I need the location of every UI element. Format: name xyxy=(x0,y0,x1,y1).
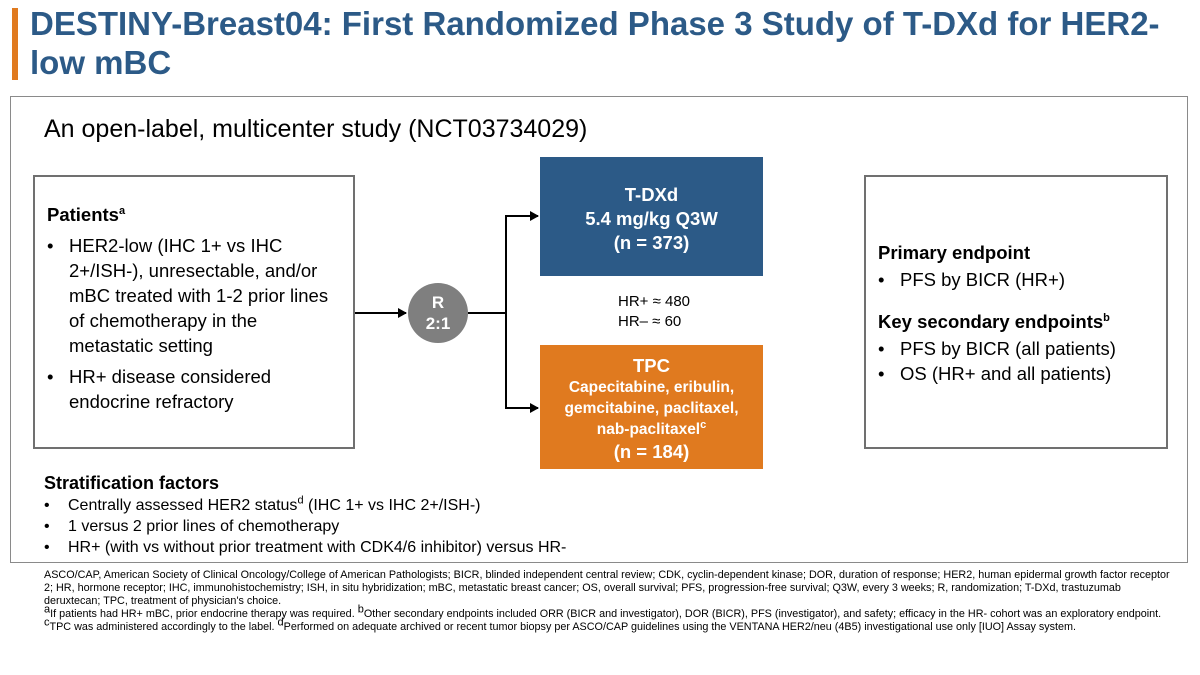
randomization-circle: R 2:1 xyxy=(408,283,468,343)
patients-criterion: HR+ disease considered endocrine refract… xyxy=(47,364,341,414)
stratification-list: Centrally assessed HER2 statusd (IHC 1+ … xyxy=(44,495,844,558)
stratification-item-text: (IHC 1+ vs IHC 2+/ISH-) xyxy=(303,497,481,514)
stratification-footnote-marker: d xyxy=(297,494,304,507)
secondary-endpoint-item: OS (HR+ and all patients) xyxy=(878,361,1156,386)
footnote-d: Performed on adequate archived or recent… xyxy=(283,621,1077,633)
footnotes: ASCO/CAP, American Society of Clinical O… xyxy=(44,569,1179,634)
patients-box: Patientsa HER2-low (IHC 1+ vs IHC 2+/ISH… xyxy=(33,175,355,449)
slide-title: DESTINY-Breast04: First Randomized Phase… xyxy=(30,5,1160,81)
patients-heading: Patientsa xyxy=(47,203,341,227)
abbreviations-footnote: ASCO/CAP, American Society of Clinical O… xyxy=(44,569,1170,607)
tpc-arm-name: TPC xyxy=(633,355,670,376)
footnote-marker-c: c xyxy=(44,616,50,629)
secondary-endpoints-heading-text: Key secondary endpoints xyxy=(878,311,1104,332)
footnote-marker-b: b xyxy=(357,603,364,616)
secondary-endpoint-item: PFS by BICR (all patients) xyxy=(878,336,1156,361)
tpc-drug-line: nab-paclitaxelc xyxy=(540,419,763,440)
footnote-marker-a: a xyxy=(44,603,51,616)
patients-heading-footnote-marker: a xyxy=(118,204,126,217)
hr-positive-count: HR+ ≈ 480 xyxy=(618,293,691,310)
footnote-b: Other secondary endpoints included ORR (… xyxy=(363,608,1162,620)
tpc-arm-drugs: Capecitabine, eribulin, gemcitabine, pac… xyxy=(540,377,763,440)
stratification-item: HR+ (with vs without prior treatment wit… xyxy=(44,537,844,558)
tdxd-arm-name: T-DXd xyxy=(624,184,679,205)
tpc-drug-line: gemcitabine, paclitaxel, xyxy=(564,400,739,417)
secondary-endpoints-list: PFS by BICR (all patients) OS (HR+ and a… xyxy=(878,336,1156,386)
patients-criteria-list: HER2-low (IHC 1+ vs IHC 2+/ISH-), unrese… xyxy=(47,233,341,414)
footnote-a: If patients had HR+ mBC, prior endocrine… xyxy=(50,608,358,620)
secondary-footnote-marker: b xyxy=(1103,311,1110,324)
primary-endpoint-heading: Primary endpoint xyxy=(878,242,1031,263)
stratification-heading: Stratification factors xyxy=(44,473,220,493)
study-design-frame xyxy=(10,96,1188,563)
hr-cohort-counts: HR+ ≈ 480 HR– ≈ 60 xyxy=(618,292,690,332)
tpc-footnote-marker: c xyxy=(700,418,707,431)
tdxd-arm-dose: 5.4 mg/kg Q3W xyxy=(585,208,718,229)
tdxd-arm-n: (n = 373) xyxy=(613,232,690,253)
secondary-endpoints-block: Key secondary endpointsb PFS by BICR (al… xyxy=(878,310,1156,386)
primary-endpoint-block: Primary endpoint PFS by BICR (HR+) xyxy=(878,241,1156,292)
secondary-endpoints-heading: Key secondary endpointsb xyxy=(878,310,1156,334)
title-accent-bar xyxy=(12,8,18,80)
stratification-item-text: Centrally assessed HER2 status xyxy=(68,497,298,514)
lettered-footnotes: aIf patients had HR+ mBC, prior endocrin… xyxy=(44,604,1179,634)
tpc-arm-n: (n = 184) xyxy=(613,441,690,462)
stratification-item: 1 versus 2 prior lines of chemotherapy xyxy=(44,516,844,537)
tpc-drug-line-text: nab-paclitaxel xyxy=(596,421,701,438)
patients-criterion: HER2-low (IHC 1+ vs IHC 2+/ISH-), unrese… xyxy=(47,233,341,358)
endpoints-box: Primary endpoint PFS by BICR (HR+) Key s… xyxy=(864,175,1168,449)
primary-endpoint-list: PFS by BICR (HR+) xyxy=(878,267,1156,292)
footnote-marker-d: d xyxy=(277,616,284,629)
tdxd-arm-box: T-DXd 5.4 mg/kg Q3W (n = 373) xyxy=(540,157,763,276)
footnote-c: TPC was administered accordingly to the … xyxy=(49,621,278,633)
patients-heading-text: Patients xyxy=(47,204,119,225)
tpc-drug-line: Capecitabine, eribulin, xyxy=(568,379,735,396)
randomization-ratio: 2:1 xyxy=(425,314,451,333)
randomization-label: R xyxy=(431,293,445,312)
primary-endpoint-item: PFS by BICR (HR+) xyxy=(878,267,1156,292)
study-subtitle: An open-label, multicenter study (NCT037… xyxy=(44,115,588,143)
hr-negative-count: HR– ≈ 60 xyxy=(618,313,682,330)
stratification-item: Centrally assessed HER2 statusd (IHC 1+ … xyxy=(44,495,844,516)
stratification-factors: Stratification factors Centrally assesse… xyxy=(44,472,844,558)
tpc-arm-box: TPC Capecitabine, eribulin, gemcitabine,… xyxy=(540,345,763,469)
